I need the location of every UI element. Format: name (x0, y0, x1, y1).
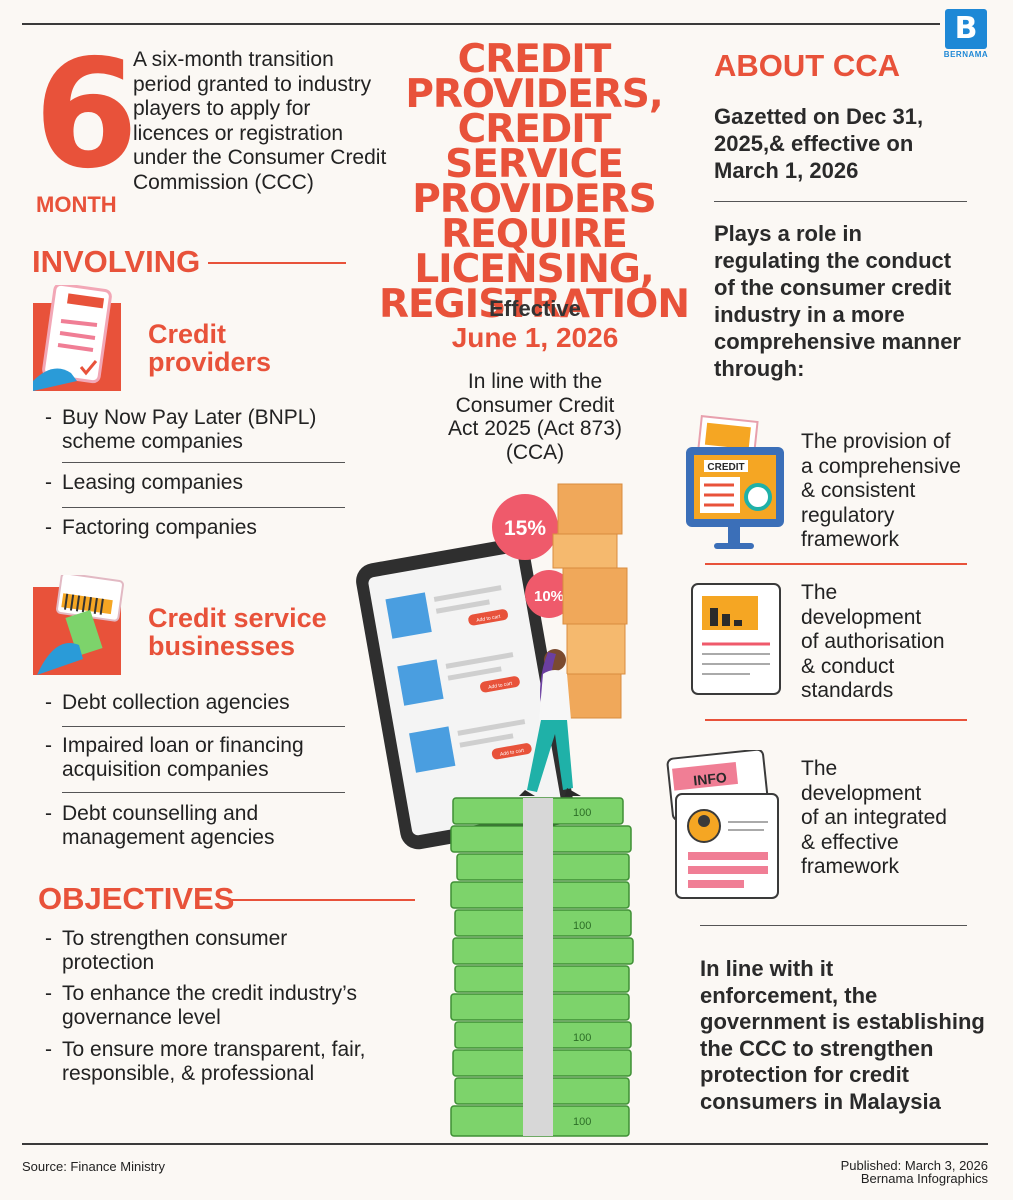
role-item-3: The development of an integrated & effec… (801, 757, 947, 878)
bernama-logo: B (945, 9, 987, 49)
list-item: - Leasing companies (45, 471, 243, 494)
transition-number: 6 (34, 28, 138, 202)
add-to-cart-button (491, 743, 532, 760)
credit-service-title: Credit service businesses (148, 603, 327, 661)
closing-text: In line with it enforcement, the governm… (700, 956, 985, 1114)
add-to-cart-label: Add to cart (488, 681, 513, 691)
divider (705, 563, 967, 565)
discount-badge (525, 570, 573, 618)
objectives-rule (232, 899, 415, 901)
effective-date: June 1, 2026 (451, 322, 619, 353)
divider (700, 925, 967, 926)
credit-form-icon (33, 285, 121, 391)
document-icon (691, 583, 781, 695)
note-label: 100 (573, 920, 591, 932)
list-item: - To ensure more transparent, fair, resp… (45, 1038, 366, 1085)
list-item: - To strengthen consumer protection (45, 927, 288, 974)
list-item: - Debt counselling and management agenci… (45, 802, 275, 849)
source: Source: Finance Ministry (22, 1159, 166, 1174)
list-item: - Factoring companies (45, 516, 257, 539)
published-info: Published: March 3, 2026 Bernama Infogra… (840, 1158, 988, 1186)
add-to-cart-label: Add to cart (500, 748, 525, 758)
monitor-label: CREDIT (707, 462, 744, 473)
bottom-rule (22, 1143, 988, 1145)
role-text: Plays a role in regulating the conduct o… (714, 221, 961, 381)
note-label: 100 (573, 1032, 591, 1044)
effective-label: Effective (489, 296, 581, 321)
discount-badge-label: 15% (504, 517, 546, 540)
discount-badge-label: 10% (534, 588, 564, 605)
credit-card-icon (33, 575, 124, 675)
credit-monitor-icon: CREDIT (686, 415, 784, 549)
role-item-1: The provision of a comprehensive & consi… (801, 430, 961, 551)
discount-badge (492, 494, 558, 560)
act-reference: In line with the Consumer Credit Act 202… (448, 370, 622, 464)
phone-product-image (397, 659, 444, 706)
divider (62, 726, 345, 727)
list-item: - Debt collection agencies (45, 691, 290, 714)
phone-product-image (385, 592, 432, 639)
top-rule (22, 23, 940, 25)
add-to-cart-label: Add to cart (476, 614, 501, 624)
divider (62, 792, 345, 793)
note-label: 100 (573, 1116, 591, 1128)
divider (705, 719, 967, 721)
bernama-logo-word: BERNAMA (943, 50, 989, 59)
note-label: 100 (573, 807, 591, 819)
divider (62, 462, 345, 463)
list-item: - To enhance the credit industry’s gover… (45, 982, 357, 1029)
headline: CREDIT PROVIDERS, CREDIT SERVICE PROVIDE… (379, 37, 690, 327)
list-item: - Impaired loan or financing acquisition… (45, 734, 304, 781)
gazette-text: Gazetted on Dec 31, 2025,& effective on … (714, 104, 924, 183)
divider (62, 507, 345, 508)
involving-heading: INVOLVING (32, 244, 201, 279)
involving-rule (208, 262, 346, 264)
objectives-heading: OBJECTIVES (38, 881, 235, 916)
about-heading: ABOUT CCA (714, 48, 900, 83)
add-to-cart-button (480, 676, 520, 693)
illustration: Add to cart Add to cart Add to cart 15% … (356, 483, 634, 1137)
credit-providers-title: Credit providers (148, 319, 272, 377)
transition-text: A six-month transition period granted to… (133, 48, 387, 194)
transition-unit: MONTH (36, 192, 117, 217)
list-item: - Buy Now Pay Later (BNPL) scheme compan… (45, 406, 317, 453)
info-label: INFO (693, 769, 728, 788)
info-card-icon: INFO (666, 750, 779, 899)
add-to-cart-button (468, 609, 508, 626)
role-item-2: The development of authorisation & condu… (801, 581, 945, 702)
phone-product-image (409, 726, 456, 773)
divider (714, 201, 967, 202)
